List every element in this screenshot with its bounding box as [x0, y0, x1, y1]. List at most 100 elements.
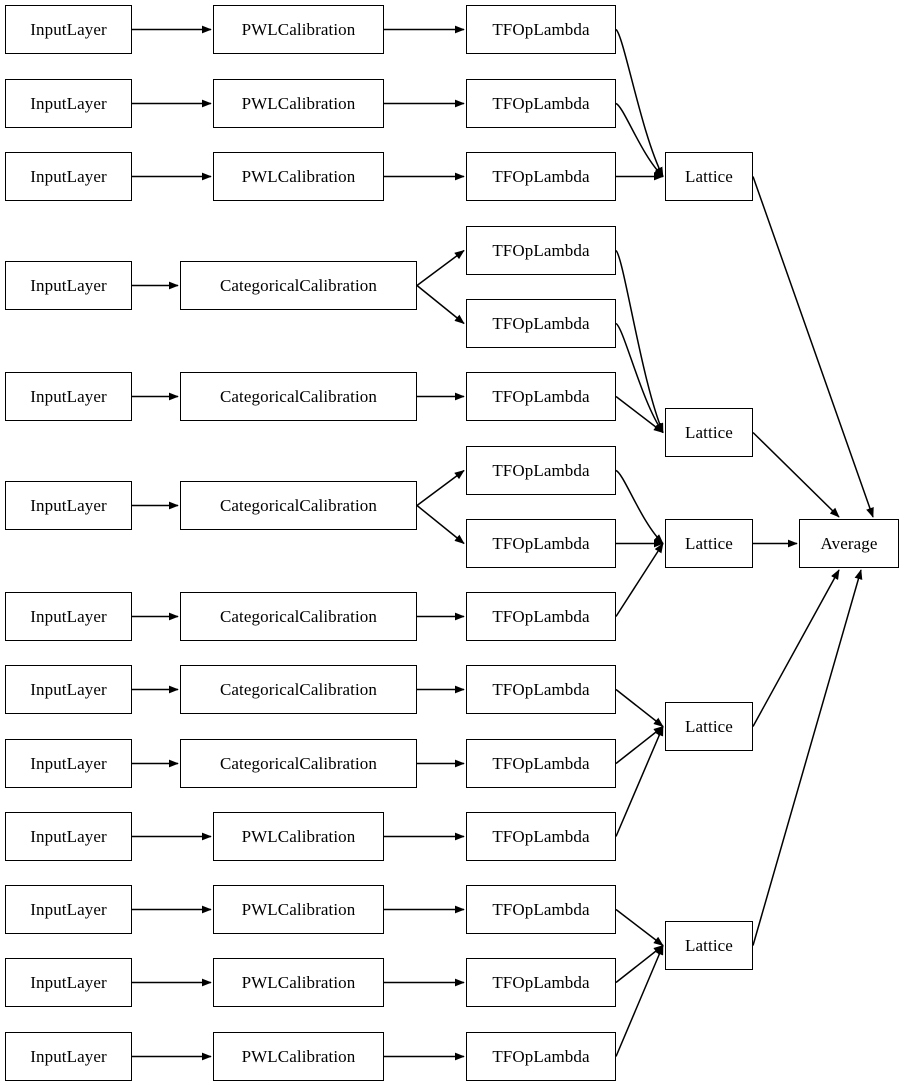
node-input-in1: InputLayer [5, 5, 132, 54]
node-label: TFOpLambda [492, 241, 590, 260]
node-tf-op-lambda-op7: TFOpLambda [466, 446, 616, 495]
node-tf-op-lambda-op10: TFOpLambda [466, 665, 616, 714]
node-label: InputLayer [30, 827, 107, 846]
node-label: CategoricalCalibration [219, 387, 378, 406]
node-label: InputLayer [30, 387, 107, 406]
edge-cal6-to-op8 [416, 504, 465, 545]
edge-op13-to-lat5 [615, 908, 664, 947]
node-categorical-calibration-cal8: CategoricalCalibration [180, 665, 417, 714]
edge-lat2-to-avg [752, 431, 840, 518]
node-categorical-calibration-cal5: CategoricalCalibration [180, 372, 417, 421]
node-label: TFOpLambda [492, 900, 590, 919]
node-label: Lattice [685, 936, 733, 955]
edge-op11-to-lat4 [615, 725, 664, 765]
edge-op14-to-lat5 [615, 944, 664, 984]
edge-cal4-to-op4 [416, 249, 465, 287]
node-lattice-lat2: Lattice [665, 408, 753, 457]
edge-op10-to-lat4 [615, 688, 664, 728]
node-pwl-calibration-cal12: PWLCalibration [213, 958, 384, 1007]
node-label: TFOpLambda [492, 754, 590, 773]
node-label: TFOpLambda [492, 94, 590, 113]
node-label: PWLCalibration [241, 1047, 356, 1066]
node-pwl-calibration-cal10: PWLCalibration [213, 812, 384, 861]
node-lattice-lat3: Lattice [665, 519, 753, 568]
node-label: TFOpLambda [492, 167, 590, 186]
edge-op7-to-lat3 [615, 469, 664, 545]
node-lattice-lat4: Lattice [665, 702, 753, 751]
node-input-in7: InputLayer [5, 592, 132, 641]
node-label: Lattice [685, 423, 733, 442]
node-label: PWLCalibration [241, 827, 356, 846]
node-label: TFOpLambda [492, 973, 590, 992]
node-pwl-calibration-cal13: PWLCalibration [213, 1032, 384, 1081]
node-label: TFOpLambda [492, 20, 590, 39]
node-label: TFOpLambda [492, 680, 590, 699]
edge-lat4-to-avg [752, 569, 840, 727]
node-label: InputLayer [30, 276, 107, 295]
node-input-in11: InputLayer [5, 885, 132, 934]
edge-op2-to-lat1 [615, 102, 664, 178]
node-pwl-calibration-cal11: PWLCalibration [213, 885, 384, 934]
node-input-in5: InputLayer [5, 372, 132, 421]
node-label: TFOpLambda [492, 314, 590, 333]
node-label: Average [820, 534, 878, 553]
node-tf-op-lambda-op15: TFOpLambda [466, 1032, 616, 1081]
node-label: Lattice [685, 534, 733, 553]
node-label: InputLayer [30, 496, 107, 515]
node-categorical-calibration-cal6: CategoricalCalibration [180, 481, 417, 530]
node-input-in13: InputLayer [5, 1032, 132, 1081]
node-lattice-lat1: Lattice [665, 152, 753, 201]
edge-op12-to-lat4 [615, 725, 664, 837]
edge-op5-to-lat2 [615, 322, 664, 434]
edge-lat1-to-avg [752, 176, 874, 518]
node-label: InputLayer [30, 167, 107, 186]
node-label: Lattice [685, 717, 733, 736]
node-label: CategoricalCalibration [219, 496, 378, 515]
node-input-in10: InputLayer [5, 812, 132, 861]
node-tf-op-lambda-op3: TFOpLambda [466, 152, 616, 201]
node-label: PWLCalibration [241, 94, 356, 113]
node-tf-op-lambda-op4: TFOpLambda [466, 226, 616, 275]
node-label: InputLayer [30, 1047, 107, 1066]
node-tf-op-lambda-op9: TFOpLambda [466, 592, 616, 641]
node-label: TFOpLambda [492, 1047, 590, 1066]
edge-op1-to-lat1 [615, 28, 664, 178]
node-label: CategoricalCalibration [219, 680, 378, 699]
node-pwl-calibration-cal1: PWLCalibration [213, 5, 384, 54]
edge-op15-to-lat5 [615, 944, 664, 1057]
edge-cal6-to-op7 [416, 469, 465, 507]
node-tf-op-lambda-op6: TFOpLambda [466, 372, 616, 421]
node-label: InputLayer [30, 754, 107, 773]
node-input-in2: InputLayer [5, 79, 132, 128]
edge-op6-to-lat2 [615, 395, 664, 434]
node-label: InputLayer [30, 973, 107, 992]
node-tf-op-lambda-op11: TFOpLambda [466, 739, 616, 788]
node-label: PWLCalibration [241, 900, 356, 919]
node-label: TFOpLambda [492, 827, 590, 846]
node-tf-op-lambda-op12: TFOpLambda [466, 812, 616, 861]
node-pwl-calibration-cal2: PWLCalibration [213, 79, 384, 128]
node-input-in4: InputLayer [5, 261, 132, 310]
node-input-in3: InputLayer [5, 152, 132, 201]
node-label: CategoricalCalibration [219, 754, 378, 773]
node-label: TFOpLambda [492, 461, 590, 480]
node-label: TFOpLambda [492, 387, 590, 406]
node-tf-op-lambda-op2: TFOpLambda [466, 79, 616, 128]
node-label: TFOpLambda [492, 534, 590, 553]
node-tf-op-lambda-op8: TFOpLambda [466, 519, 616, 568]
node-categorical-calibration-cal7: CategoricalCalibration [180, 592, 417, 641]
node-lattice-lat5: Lattice [665, 921, 753, 970]
node-label: PWLCalibration [241, 973, 356, 992]
node-input-in12: InputLayer [5, 958, 132, 1007]
node-input-in9: InputLayer [5, 739, 132, 788]
node-label: InputLayer [30, 680, 107, 699]
node-tf-op-lambda-op14: TFOpLambda [466, 958, 616, 1007]
node-label: PWLCalibration [241, 167, 356, 186]
node-label: InputLayer [30, 94, 107, 113]
node-label: Lattice [685, 167, 733, 186]
node-average-avg: Average [799, 519, 899, 568]
node-categorical-calibration-cal4: CategoricalCalibration [180, 261, 417, 310]
node-label: CategoricalCalibration [219, 276, 378, 295]
edge-lat5-to-avg [752, 569, 863, 946]
